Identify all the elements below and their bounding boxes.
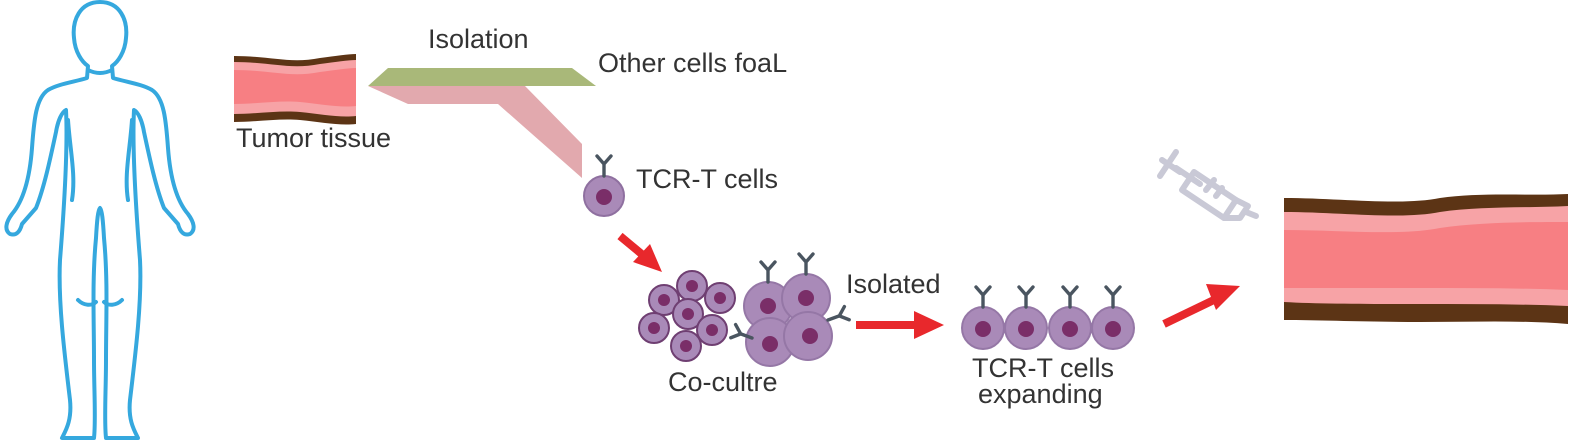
arrow-to-coculture — [617, 232, 662, 272]
co-culture-cluster — [638, 252, 851, 367]
arrow-to-patient — [1162, 284, 1240, 328]
isolated-label: Isolated — [846, 269, 941, 299]
tcr-t-bar — [368, 86, 582, 178]
patient-tissue-strip — [1284, 194, 1568, 324]
expanding-tcr-t-cells — [961, 285, 1135, 350]
human-body-outline-icon — [4, 0, 196, 440]
tumor-tissue-label: Tumor tissue — [236, 123, 392, 153]
tcr-t-cell — [583, 154, 625, 217]
tcr-t-cells-label: TCR-T cells — [636, 164, 779, 194]
other-cells-label: Other cells foaL — [598, 48, 788, 78]
other-cells-bar — [368, 68, 596, 86]
isolation-label: Isolation — [428, 24, 529, 54]
co-culture-label: Co-cultre — [668, 367, 778, 397]
expanding-label-line2: expanding — [978, 379, 1103, 409]
tumor-tissue-strip — [234, 54, 356, 125]
arrow-isolated — [856, 311, 944, 339]
expanding-label-line1: TCR-T cells — [972, 353, 1115, 383]
syringe-icon — [1157, 149, 1259, 221]
